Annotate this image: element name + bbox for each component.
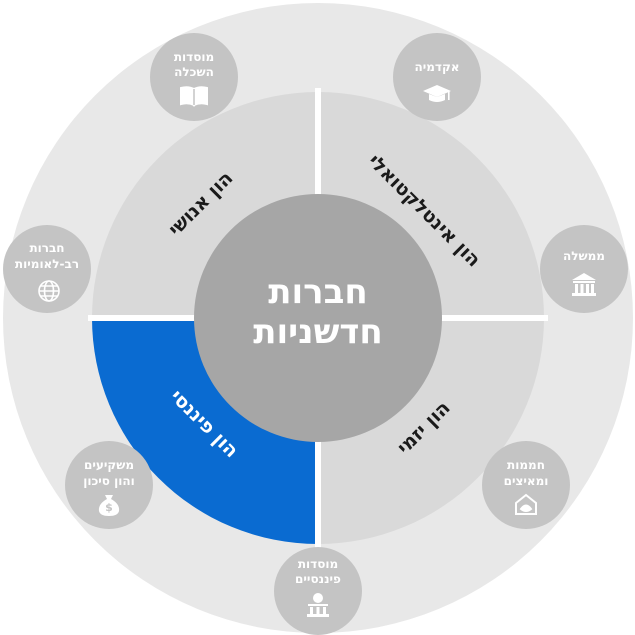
globe-icon [38,280,60,302]
satellite-investors-circle [65,441,153,529]
satellite-education-label-2: השכלה [174,65,214,79]
satellite-financial-institutions[interactable]: מוסדות פיננסיים [274,547,362,635]
satellite-investors[interactable]: משקיעים והון סיכון $ [65,441,153,529]
center-title-line2: חדשניות [253,312,382,352]
satellite-multinationals[interactable]: חברות רב-לאומיות [3,225,91,313]
satellite-financial-institutions-circle [274,547,362,635]
satellite-government-label: ממשלה [563,249,605,263]
satellite-government[interactable]: ממשלה [540,225,628,313]
satellite-multinationals-label-2: רב-לאומיות [15,257,79,271]
book-icon [180,86,208,107]
satellite-education-circle [150,33,238,121]
svg-text:$: $ [105,501,113,514]
satellite-incubators-label-1: חממות [507,458,545,472]
center-hub [194,194,442,442]
satellite-education[interactable]: מוסדות השכלה [150,33,238,121]
satellite-incubators[interactable]: חממות ומאיצים [482,441,570,529]
satellite-government-circle [540,225,628,313]
satellite-incubators-label-2: ומאיצים [504,474,549,488]
graduation-cap-icon [423,85,451,102]
satellite-investors-label-2: והון סיכון [83,474,135,488]
center-title-line1: חברות [268,272,367,312]
satellite-education-label-1: מוסדות [174,50,214,64]
satellite-academia-circle [393,33,481,121]
satellite-financial-institutions-label-2: פיננסיים [295,572,341,586]
satellite-multinationals-label-1: חברות [29,241,64,255]
satellite-financial-institutions-label-1: מוסדות [298,557,338,571]
satellite-multinationals-circle [3,225,91,313]
satellite-academia[interactable]: אקדמיה [393,33,481,121]
money-bag-icon: $ [98,495,120,516]
incubator-icon [515,493,537,515]
bank-icon [307,593,329,617]
satellite-incubators-circle [482,441,570,529]
government-building-icon [572,273,596,296]
satellite-academia-label: אקדמיה [414,60,459,74]
satellite-investors-label-1: משקיעים [84,458,134,472]
